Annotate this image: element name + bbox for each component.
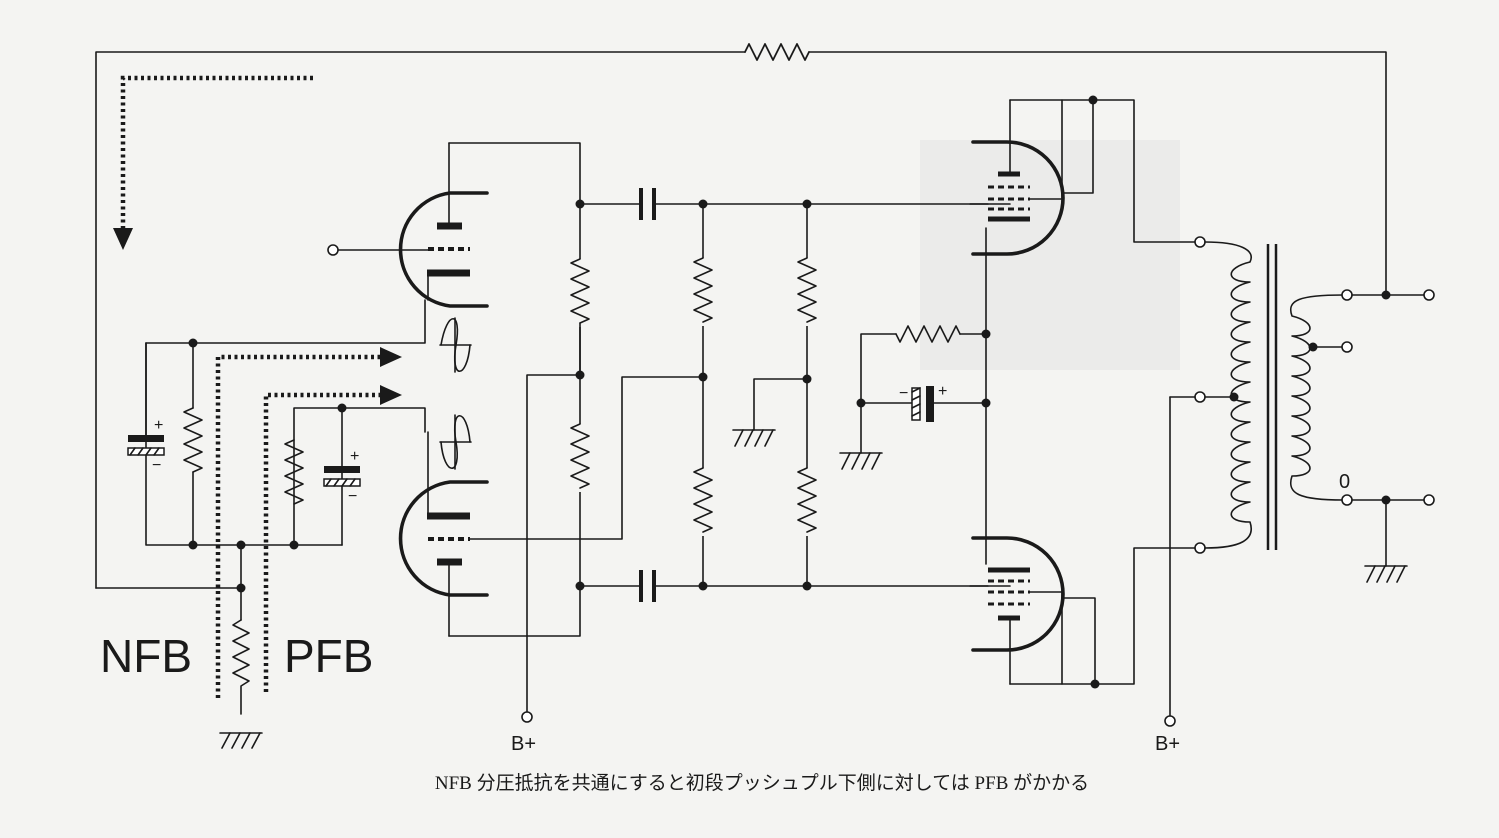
feedback-resistor [744, 43, 810, 61]
plus-sign: + [154, 417, 163, 434]
input-tube-upper [398, 142, 489, 308]
bplus-label-left: B+ [511, 733, 536, 755]
nfb-dotted-path [215, 354, 382, 698]
bias-capacitor [911, 386, 934, 422]
minus-sign: − [348, 488, 357, 505]
figure-caption: NFB 分圧抵抗を共通にすると初段プッシュプル下側に対しては PFB がかかる [435, 772, 1089, 794]
primary-terminal [1194, 391, 1206, 403]
plus-sign: + [350, 448, 359, 465]
minus-sign: − [899, 385, 908, 402]
bias-resistor [895, 325, 961, 343]
cathode-capacitor-lower [323, 466, 361, 487]
secondary-terminal [1341, 289, 1353, 301]
output-terminal [1423, 289, 1435, 301]
plate-resistor-lower [570, 423, 590, 489]
sine-wave-icon [439, 414, 472, 470]
ground-icon [732, 429, 776, 447]
minus-sign: − [152, 457, 161, 474]
primary-winding [1204, 241, 1252, 549]
ground-icon [839, 452, 883, 470]
ground-icon [1364, 565, 1408, 583]
zero-label: 0 [1339, 471, 1350, 493]
output-terminal [1423, 494, 1435, 506]
secondary-terminal [1341, 494, 1353, 506]
coupling-capacitor-upper [639, 188, 656, 220]
pfb-dotted-path [263, 392, 382, 692]
nfb-divider-resistor [232, 619, 250, 715]
nfb-path-arrow [120, 75, 313, 232]
sine-wave-icon [439, 317, 472, 373]
grid-resistor [797, 257, 817, 323]
background-bleed [920, 140, 1180, 370]
output-tube-upper [969, 99, 1065, 256]
input-terminal [327, 244, 339, 256]
bplus-terminal [1164, 715, 1176, 727]
output-tube-lower [969, 536, 1065, 685]
cathode-capacitor-upper [127, 342, 165, 456]
nfb-label: NFB [100, 630, 192, 682]
grid-resistor [797, 467, 817, 533]
secondary-terminal [1341, 341, 1353, 353]
primary-terminal [1194, 542, 1206, 554]
pfb-label: PFB [284, 630, 373, 682]
ground-icon [219, 732, 263, 749]
cathode-resistor-lower [284, 439, 304, 505]
grid-resistor [693, 257, 713, 323]
bplus-label-right: B+ [1155, 733, 1180, 755]
grid-resistor [693, 467, 713, 533]
arrow-right-icon [380, 347, 402, 367]
bplus-terminal [521, 711, 533, 723]
primary-terminal [1194, 236, 1206, 248]
input-tube-lower [398, 431, 489, 637]
cathode-resistor-upper [183, 407, 203, 473]
feedback-loop-wire [95, 43, 1387, 589]
secondary-winding [1289, 294, 1344, 501]
arrow-right-icon [380, 385, 402, 405]
arrow-down-icon [113, 228, 133, 250]
coupling-capacitor-lower [639, 570, 656, 602]
plus-sign: + [938, 383, 947, 400]
plate-resistor-upper [570, 258, 590, 324]
